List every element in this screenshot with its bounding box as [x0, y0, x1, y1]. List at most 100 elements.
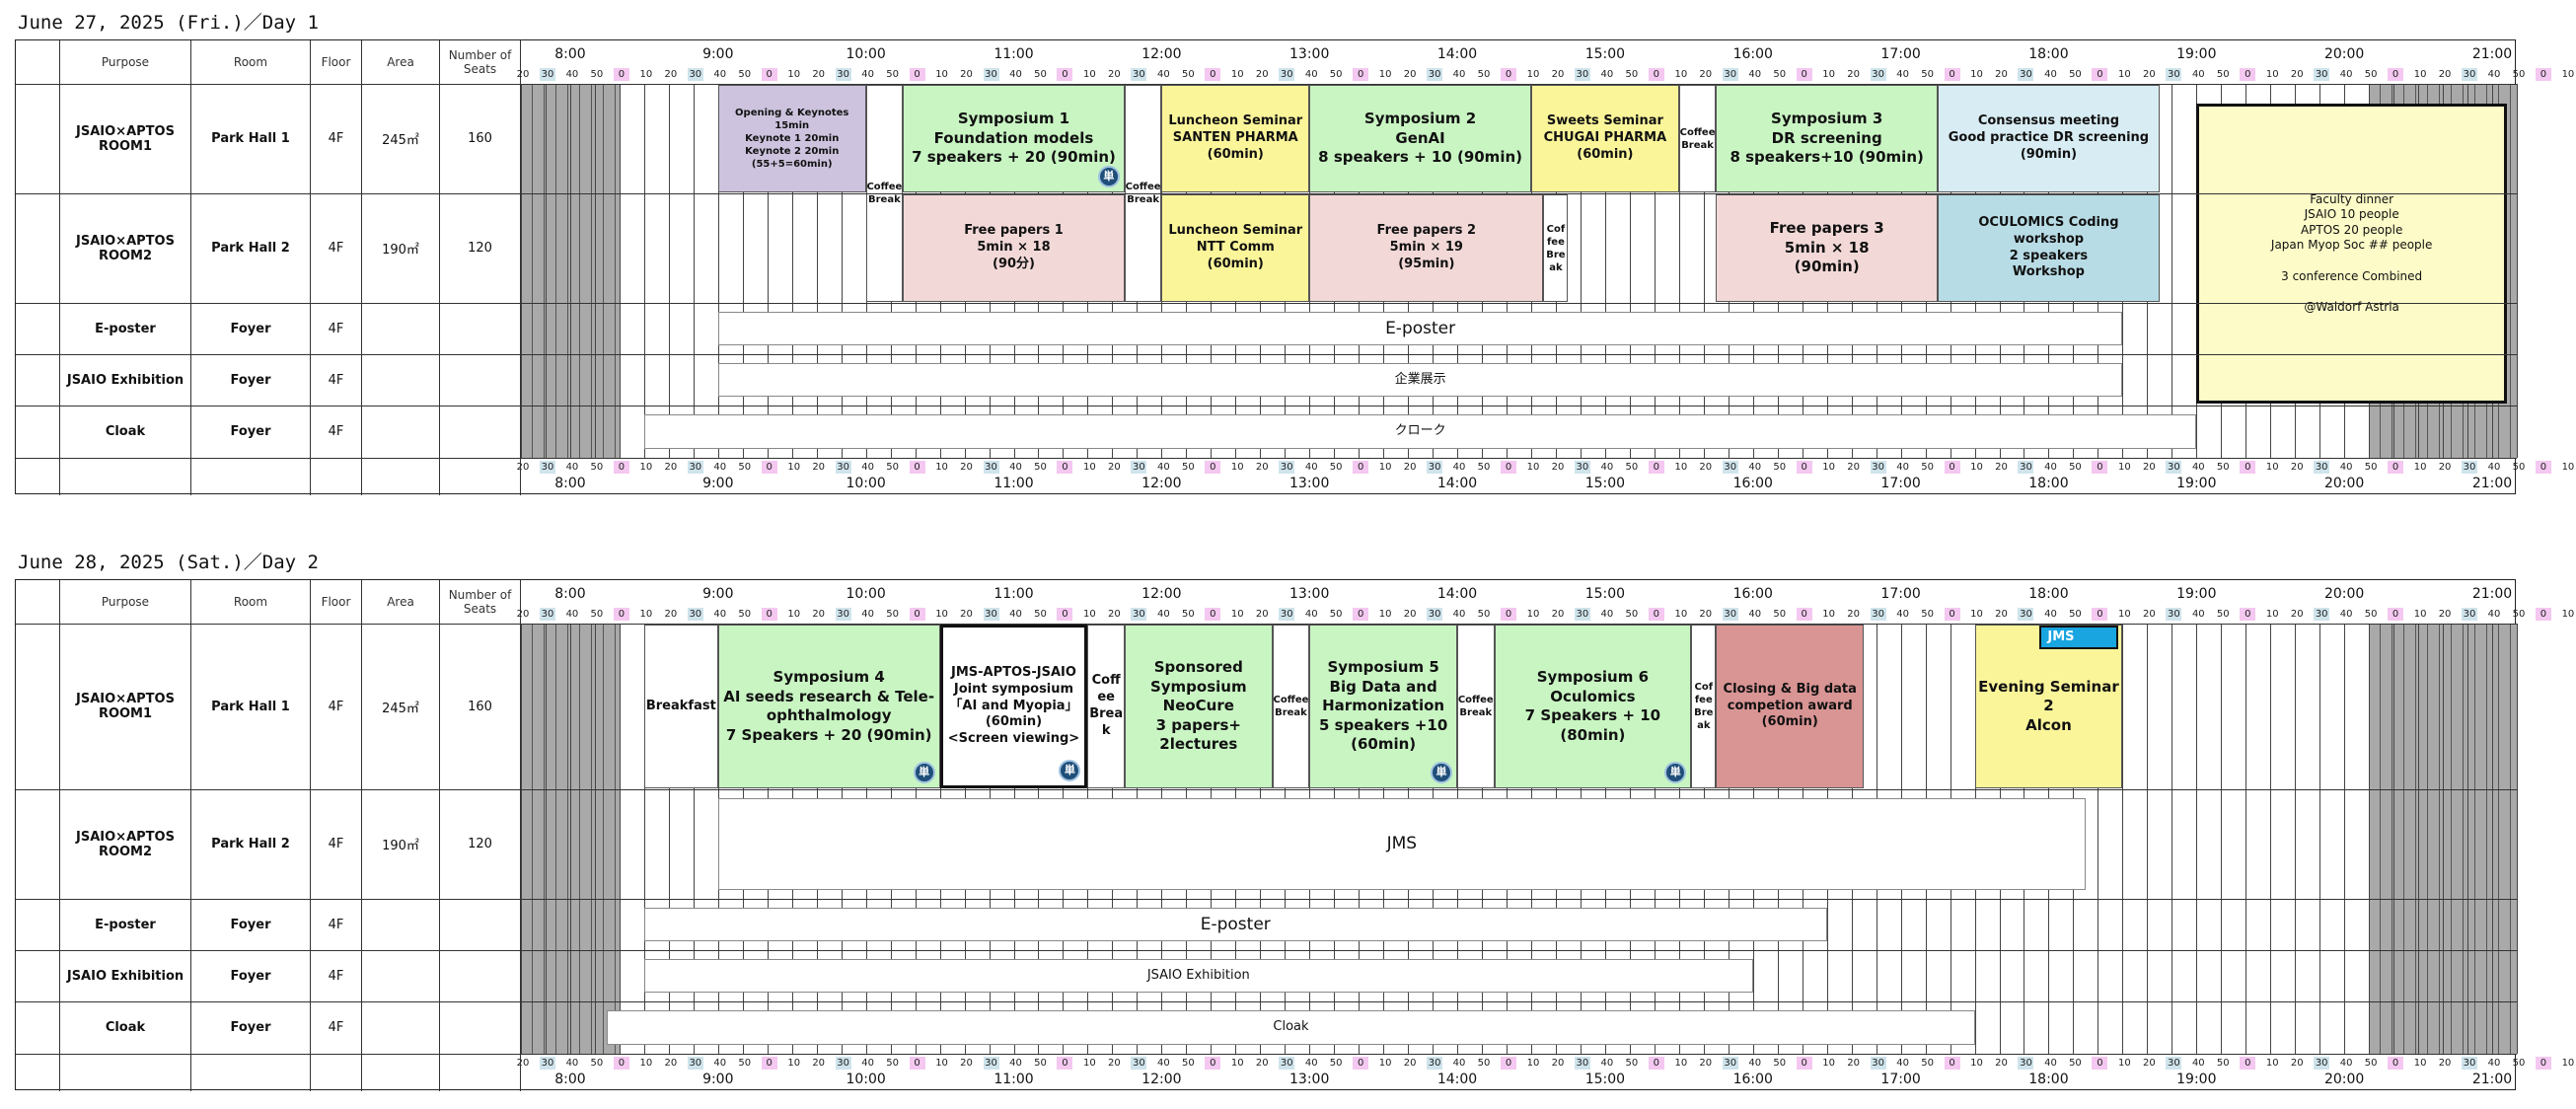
- minute-tick: 50: [1773, 1058, 1787, 1069]
- event-block[interactable]: Symposium 4 AI seeds research & Tele- op…: [717, 625, 940, 788]
- event-block[interactable]: Coff ee Brea k: [1087, 625, 1125, 788]
- row-floor: 4F: [311, 84, 362, 193]
- minute-tick: 30: [2018, 68, 2034, 81]
- minute-tick: 10: [1822, 69, 1836, 80]
- event-block[interactable]: JSAIO Exhibition: [643, 959, 1753, 993]
- minute-tick: 10: [1674, 462, 1688, 473]
- minute-tick: 50: [2512, 69, 2526, 80]
- event-block[interactable]: Consensus meeting Good practice DR scree…: [1938, 85, 2160, 192]
- row-floor: 4F: [311, 950, 362, 1001]
- event-block[interactable]: Symposium 2 GenAI 8 speakers + 10 (90min…: [1309, 85, 1531, 192]
- event-block[interactable]: Coffee Break: [1678, 85, 1717, 192]
- minute-tick: 40: [2487, 69, 2501, 80]
- event-block[interactable]: Symposium 6 Oculomics 7 Speakers + 10 (8…: [1494, 625, 1692, 788]
- event-block[interactable]: Luncheon Seminar SANTEN PHARMA (60min): [1161, 85, 1310, 192]
- event-block[interactable]: Sponsored Symposium NeoCure 3 papers+ 2l…: [1124, 625, 1273, 788]
- minute-tick: 20: [2290, 609, 2304, 620]
- session-badge-icon: 単: [1097, 166, 1120, 187]
- minute-tick: 40: [2487, 609, 2501, 620]
- minute-tick: 50: [1921, 69, 1934, 80]
- minute-tick: 20: [1255, 609, 1269, 620]
- minute-tick: 0: [1205, 1057, 1221, 1070]
- minute-tick: 10: [1526, 609, 1540, 620]
- minute-tick: 40: [1009, 1058, 1022, 1069]
- row-purpose: JSAIO×APTOS ROOM1: [60, 84, 191, 193]
- header-purpose: Purpose: [60, 40, 191, 84]
- minute-tick: 0: [1796, 461, 1812, 474]
- minute-tick: 20: [1995, 609, 2008, 620]
- event-block[interactable]: Coffee Break: [1272, 625, 1310, 788]
- minute-tick: 40: [1600, 69, 1614, 80]
- event-block[interactable]: Breakfast: [643, 625, 718, 788]
- hour-label: 20:00: [2323, 476, 2365, 491]
- minute-tick: 40: [1600, 1058, 1614, 1069]
- minute-tick: 20: [1995, 69, 2008, 80]
- minute-tick: 10: [1526, 462, 1540, 473]
- minute-tick: 40: [1452, 609, 1466, 620]
- minute-tick: 20: [1108, 69, 1121, 80]
- minute-tick: 30: [1870, 1057, 1886, 1070]
- minute-tick: 30: [687, 68, 703, 81]
- minute-tick: 30: [983, 68, 999, 81]
- time-gridline: [1703, 84, 1705, 458]
- session-badge-icon: 単: [1664, 762, 1687, 783]
- event-block[interactable]: Cof fee Bre ak: [1691, 625, 1717, 788]
- event-block[interactable]: Symposium 5 Big Data and Harmonization 5…: [1309, 625, 1458, 788]
- index-header: [16, 580, 60, 624]
- minute-tick: 0: [2388, 461, 2404, 474]
- minute-tick: 40: [565, 1058, 579, 1069]
- event-block[interactable]: Free papers 1 5min × 18 (90分): [903, 194, 1125, 302]
- row-divider: [16, 193, 2517, 194]
- minute-tick: 50: [2216, 462, 2230, 473]
- event-block[interactable]: Luncheon Seminar NTT Comm (60min): [1161, 194, 1310, 302]
- footer-cell: [191, 1054, 311, 1091]
- hour-label: 20:00: [2323, 46, 2365, 62]
- hour-label: 18:00: [2028, 476, 2069, 491]
- session-badge-icon: 単: [1059, 760, 1081, 781]
- event-block[interactable]: Cloak: [607, 1010, 1975, 1045]
- minute-tick: 50: [738, 69, 752, 80]
- event-block[interactable]: クローク: [643, 414, 2197, 449]
- time-gridline: [2492, 624, 2494, 1054]
- minute-tick: 10: [2413, 1058, 2427, 1069]
- event-block[interactable]: Free papers 2 5min × 19 (95min): [1309, 194, 1544, 302]
- row-seats: 120: [440, 193, 521, 303]
- minute-tick: 30: [835, 68, 851, 81]
- minute-tick: 10: [2118, 462, 2131, 473]
- minute-tick: 20: [516, 1058, 530, 1069]
- minute-tick: 0: [2388, 68, 2404, 81]
- event-block[interactable]: E-poster: [717, 312, 2123, 345]
- event-block[interactable]: Free papers 3 5min × 18 (90min): [1716, 194, 1939, 302]
- event-block[interactable]: Sweets Seminar CHUGAI PHARMA (60min): [1530, 85, 1679, 192]
- event-block[interactable]: E-poster: [643, 908, 1827, 941]
- event-block[interactable]: Cof fee Bre ak: [1543, 194, 1569, 302]
- event-block[interactable]: 企業展示: [717, 363, 2123, 397]
- minute-tick: 40: [2044, 1058, 2057, 1069]
- minute-tick: 10: [1970, 462, 1983, 473]
- event-block[interactable]: OCULOMICS Coding workshop 2 speakers Wor…: [1938, 194, 2160, 302]
- minute-tick: 50: [1921, 1058, 1934, 1069]
- minute-tick: 10: [1526, 1058, 1540, 1069]
- event-block[interactable]: Opening & Keynotes 15min Keynote 1 20min…: [717, 85, 866, 192]
- minute-tick: 50: [1181, 609, 1195, 620]
- minute-tick: 0: [761, 68, 777, 81]
- day-title: June 28, 2025 (Sat.)／Day 2: [18, 552, 319, 573]
- event-block[interactable]: JMS: [717, 798, 2086, 890]
- header-floor: Floor: [311, 40, 362, 84]
- minute-tick: 20: [1403, 1058, 1417, 1069]
- minute-tick: 0: [2092, 68, 2108, 81]
- event-block[interactable]: JMS-APTOS-JSAIO Joint symposium 「AI and …: [939, 625, 1088, 788]
- event-block[interactable]: Closing & Big data competion award (60mi…: [1716, 625, 1865, 788]
- event-block[interactable]: Symposium 3 DR screening 8 speakers+10 (…: [1716, 85, 1939, 192]
- time-gridline: [2245, 624, 2247, 1054]
- minute-tick: 40: [2191, 69, 2205, 80]
- event-block[interactable]: Symposium 1 Foundation models 7 speakers…: [903, 85, 1125, 192]
- faculty-dinner-block[interactable]: Faculty dinner JSAIO 10 people APTOS 20 …: [2196, 104, 2507, 404]
- event-block[interactable]: Coffee Break: [1457, 625, 1495, 788]
- minute-tick: 20: [960, 69, 973, 80]
- minute-tick: 30: [1870, 461, 1886, 474]
- minute-tick: 40: [1748, 1058, 1762, 1069]
